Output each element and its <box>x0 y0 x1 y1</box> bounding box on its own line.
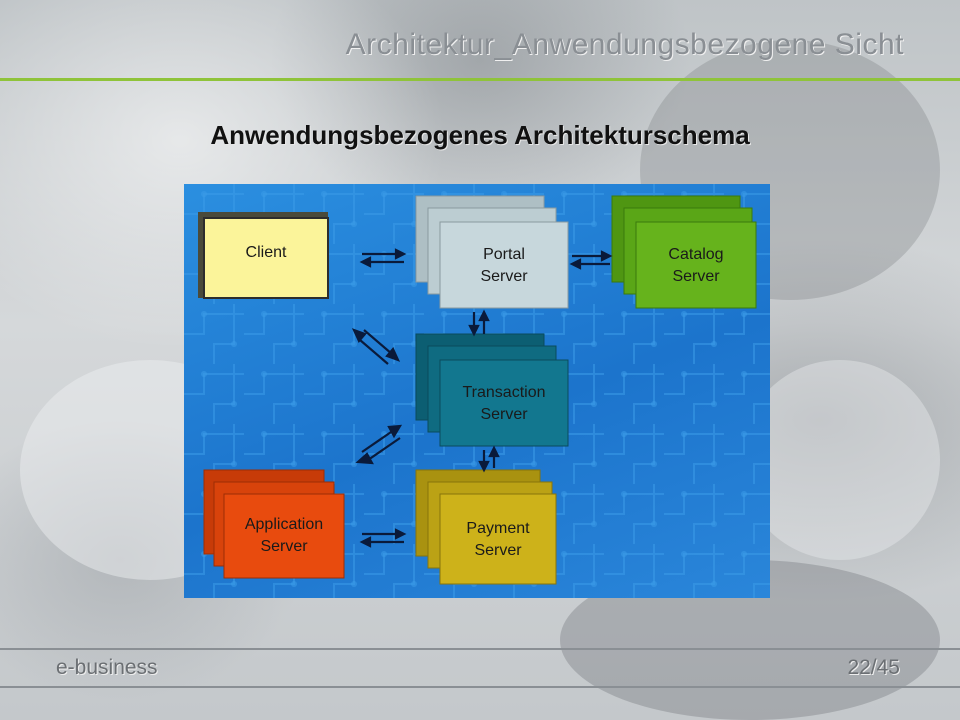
client-label: Client <box>204 242 328 264</box>
diagram-graphics <box>184 184 770 598</box>
client-label-text: Client <box>245 244 287 261</box>
catalog-stack-front <box>635 221 757 309</box>
slide-subtitle: Anwendungsbezogenes Architekturschema <box>210 120 750 150</box>
client-box <box>203 217 329 299</box>
footer-page-number: 22/45 <box>847 656 900 679</box>
payment-label-line2: Server <box>474 542 522 559</box>
catalog-label-line1: Catalog <box>668 246 724 263</box>
transaction-stack-front <box>439 359 569 447</box>
client-node <box>198 212 329 299</box>
transaction-server-label: Transaction Server <box>440 382 568 426</box>
catalog-label-line2: Server <box>672 268 720 285</box>
footer-divider-top <box>0 648 960 650</box>
catalog-server-node <box>611 195 757 309</box>
application-server-label: Application Server <box>224 514 344 558</box>
payment-stack-front <box>439 493 557 585</box>
footer-course-name: e-business <box>56 656 158 679</box>
application-server-node <box>203 469 345 579</box>
arrow-portal-transaction <box>468 309 490 337</box>
transaction-server-node <box>415 333 569 447</box>
payment-server-label: Payment Server <box>440 518 556 562</box>
portal-stack-front <box>439 221 569 309</box>
portal-label-line1: Portal <box>483 246 525 263</box>
transaction-label-line2: Server <box>480 406 528 423</box>
arrow-transaction-application <box>355 424 403 465</box>
application-label-line1: Application <box>244 516 324 533</box>
application-label-line2: Server <box>260 538 308 555</box>
portal-server-node <box>415 195 569 309</box>
arrow-portal-catalog <box>569 250 613 270</box>
application-stack-front <box>223 493 345 579</box>
transaction-label-line1: Transaction <box>462 384 546 401</box>
payment-label-line1: Payment <box>466 520 530 537</box>
portal-label-line2: Server <box>480 268 528 285</box>
portal-server-label: Portal Server <box>440 244 568 288</box>
arrow-transaction-payment <box>478 445 500 473</box>
payment-server-node <box>415 469 557 585</box>
catalog-server-label: Catalog Server <box>636 244 756 288</box>
footer-divider-bottom <box>0 686 960 688</box>
background-photo-blob <box>740 360 940 560</box>
slide-title: Architektur_Anwendungsbezogene Sicht <box>345 28 904 61</box>
arrow-application-payment <box>359 528 407 548</box>
connection-arrows <box>351 248 613 548</box>
arrow-client-transaction <box>351 328 401 365</box>
architecture-diagram: Client Portal Server Catalog Server Tran… <box>184 184 770 598</box>
title-divider <box>0 78 960 81</box>
arrow-client-portal <box>359 248 407 268</box>
